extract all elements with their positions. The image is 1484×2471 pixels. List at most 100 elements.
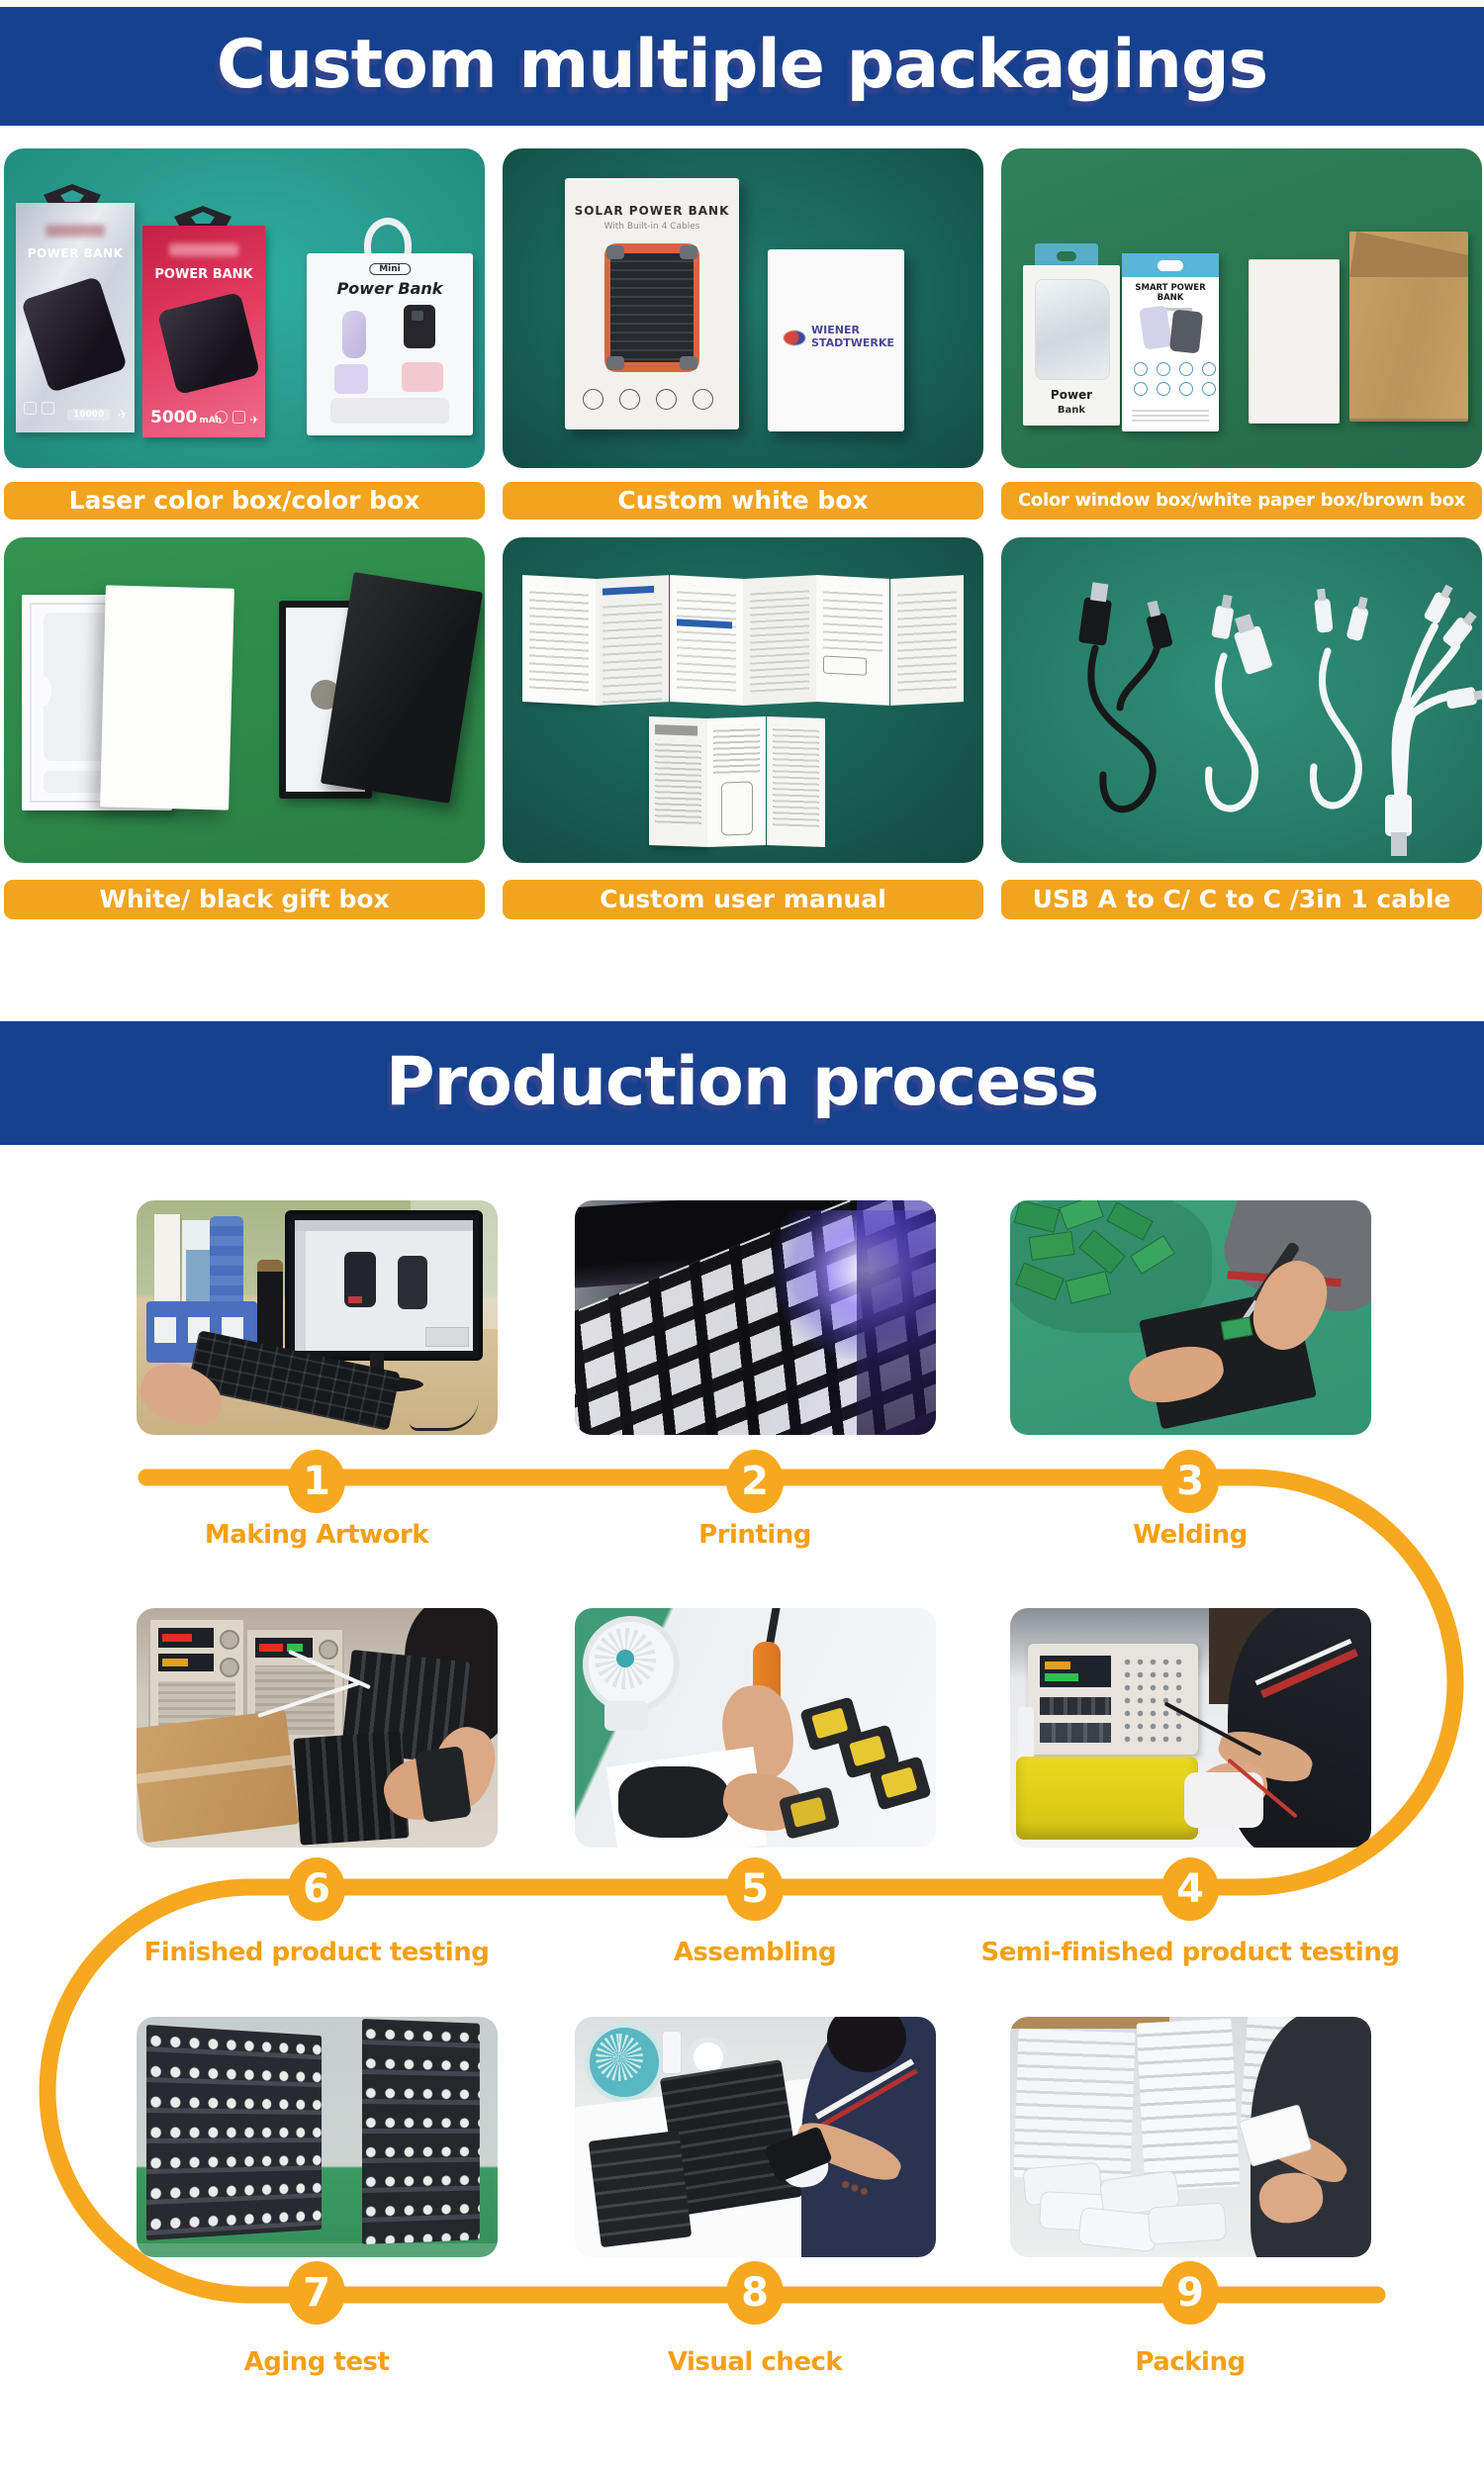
photo-gift-box — [4, 537, 485, 863]
photo-visual-check — [575, 2017, 936, 2257]
capacity-badge: 10000 — [67, 409, 111, 421]
step-label-packing: Packing — [1135, 2347, 1246, 2377]
aging-rack-1 — [146, 2025, 323, 2240]
solar-device — [604, 243, 699, 372]
label-laser-color-box: Laser color box/color box — [4, 482, 485, 520]
photo-laser-color-box: POWER BANK 10000 ✈ POWER BANK 5000 mAh ✈… — [4, 148, 485, 468]
mouse-cable — [410, 1398, 479, 1431]
packaging-section-title: Custom multiple packagings — [0, 7, 1484, 126]
black-usb-cable — [1078, 582, 1172, 813]
label-color-window-box: Color window box/white paper box/brown b… — [1001, 482, 1482, 520]
photo-welding — [1010, 1200, 1371, 1435]
step-circle-9: 9 — [1161, 2261, 1219, 2325]
solar-subtitle: With Built-in 4 Cables — [603, 222, 700, 232]
capacity-unit: mAh — [199, 416, 223, 426]
step-label-finished-product-testing: Finished product testing — [143, 1938, 490, 1967]
label-gift-box: White/ black gift box — [4, 880, 485, 919]
step-label-making-artwork: Making Artwork — [204, 1520, 429, 1550]
black-powerbank — [404, 305, 435, 348]
window-box: Power Bank — [1023, 265, 1120, 426]
cables-illustration — [1078, 582, 1482, 856]
lavender-powerbank — [342, 311, 366, 358]
white-pouch — [1077, 2207, 1159, 2252]
desk-fan — [583, 1616, 680, 1713]
step-circle-7: 7 — [288, 2261, 345, 2325]
white-usbc-cable — [1309, 588, 1369, 809]
blurred-brand — [46, 225, 105, 237]
feature-icons — [583, 389, 713, 410]
blurred-brand — [169, 243, 238, 256]
black-device-stack — [588, 2130, 693, 2248]
smart-powerbank-box: SMART POWER BANK — [1122, 253, 1219, 431]
three-in-one-cable — [1385, 584, 1482, 856]
step-circle-3: 3 — [1161, 1450, 1219, 1513]
tester-buttons — [1121, 1656, 1186, 1743]
step-circle-6: 6 — [288, 1857, 345, 1921]
photo-semi-finished-testing — [1010, 1608, 1371, 1848]
aging-rack-2 — [362, 2019, 480, 2244]
purple-band — [856, 1200, 936, 1435]
white-pouch — [1147, 2202, 1228, 2245]
smart-box-title: SMART POWER BANK — [1135, 283, 1206, 303]
mini-badge: Mini — [369, 263, 411, 275]
step-label-semi-finished-testing: Semi-finished product testing — [980, 1938, 1400, 1967]
label-custom-white-box: Custom white box — [503, 482, 983, 520]
step-circle-2: 2 — [726, 1450, 784, 1513]
photo-making-artwork — [137, 1200, 498, 1435]
photo-packing — [1010, 2017, 1371, 2257]
wiener-box: WIENER STADTWERKE — [768, 249, 904, 431]
cardboard-box — [137, 1709, 300, 1844]
powerbank-device — [20, 275, 129, 394]
photo-usb-cables — [1001, 537, 1482, 863]
device-grey — [1168, 309, 1204, 354]
plain-white-box — [1249, 259, 1340, 424]
white-box-stack — [1013, 2028, 1136, 2182]
kraft-brown-box — [1349, 232, 1468, 422]
mini-powerbank-box: Mini Power Bank — [307, 253, 473, 435]
window-box-brand2: Bank — [1057, 405, 1086, 416]
window-box-brand: Power — [1050, 388, 1093, 402]
plane-icon: ✈ — [116, 407, 131, 424]
powerbank-title-1: POWER BANK — [27, 246, 124, 260]
photo-user-manual — [503, 537, 983, 863]
lavender-powerbank-2 — [334, 364, 368, 394]
powerbank-title-2: POWER BANK — [154, 267, 253, 282]
red-color-box: POWER BANK 5000 mAh ✈ — [142, 226, 265, 437]
white-usb-cable — [1205, 594, 1272, 812]
clear-window — [1035, 279, 1110, 380]
powerbank-device — [156, 291, 261, 396]
artwork-device-2 — [398, 1256, 427, 1309]
accordion-manual — [522, 575, 964, 708]
pink-powerbank — [402, 362, 443, 392]
tumbler-bottle — [257, 1260, 283, 1353]
wiener-logo-icon — [784, 331, 805, 345]
solar-powerbank-box: SOLAR POWER BANK With Built-in 4 Cables — [565, 178, 739, 429]
holographic-box: POWER BANK 10000 ✈ — [16, 203, 135, 432]
label-usb-cables: USB A to C/ C to C /3in 1 cable — [1001, 880, 1482, 919]
yellow-tray — [1016, 1757, 1198, 1840]
device-under-test — [415, 1746, 472, 1823]
mini-title: Power Bank — [336, 279, 443, 298]
photo-assembling — [575, 1608, 936, 1848]
folded-manual — [649, 715, 825, 848]
photo-finished-product-testing — [137, 1608, 498, 1848]
step-circle-1: 1 — [288, 1450, 345, 1513]
granule-pile — [618, 1766, 729, 1838]
white-box-stack — [1136, 2018, 1241, 2192]
step-label-welding: Welding — [1133, 1520, 1248, 1550]
box-header — [1122, 253, 1219, 277]
wiener-line1: WIENER — [811, 324, 860, 336]
white-gift-box-lid — [100, 585, 234, 810]
desk-fan — [585, 2023, 664, 2102]
bottle — [662, 2031, 682, 2074]
label-user-manual: Custom user manual — [503, 880, 983, 919]
device-white — [1139, 305, 1172, 350]
photo-window-paper-brown-box: Power Bank SMART POWER BANK — [1001, 148, 1482, 468]
battery-tester — [1028, 1644, 1198, 1755]
step-label-visual-check: Visual check — [667, 2347, 843, 2377]
step-circle-4: 4 — [1161, 1857, 1219, 1921]
capacity-text: 5000 — [150, 408, 198, 428]
photo-custom-white-box: SOLAR POWER BANK With Built-in 4 Cables — [503, 148, 983, 468]
solar-title: SOLAR POWER BANK — [574, 204, 730, 218]
